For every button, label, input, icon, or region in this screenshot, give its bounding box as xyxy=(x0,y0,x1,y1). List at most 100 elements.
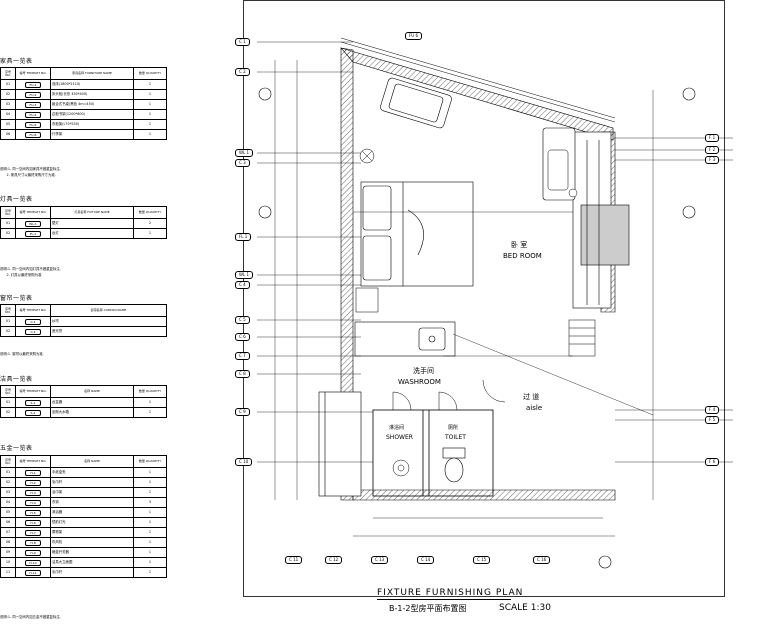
qty-cell: 1 xyxy=(133,407,167,418)
curtain-schedule-table: 序号 NO. 编号 TEMPLET NO. 窗帘名称 CURTAIN NAME … xyxy=(0,304,167,337)
name-cell: 坐厕大水箱 xyxy=(50,407,134,418)
col-templet: 编号 TEMPLET NO. xyxy=(15,206,51,219)
col-templet: 编号 TEMPLET NO. xyxy=(15,304,51,317)
name-cell: 双床(1800*2110) xyxy=(50,79,134,90)
table-header-row: 序号 NO. 编号 TEMPLET NO. 家具名称 FURNITURE NAM… xyxy=(0,67,167,80)
qty-cell: 1 xyxy=(133,547,167,558)
templet-cell: H-3 xyxy=(15,487,51,498)
templet-cell: H-7 xyxy=(15,527,51,538)
templet-cell: H-4 xyxy=(15,497,51,508)
washroom-en-label: WASHROOM xyxy=(398,378,441,386)
table-header-row: 序号 NO. 编号 TEMPLET NO. 窗帘名称 CURTAIN NAME xyxy=(0,304,167,317)
bedroom-en-label: BED ROOM xyxy=(503,252,542,260)
no-cell: 06 xyxy=(0,517,16,528)
qty-cell: 1 xyxy=(133,487,167,498)
callout-tag: C 15 xyxy=(473,556,491,564)
templet-cell: FU-5 xyxy=(15,119,51,130)
aisle-en-label: aisle xyxy=(526,404,543,412)
plan-scale: SCALE 1:30 xyxy=(499,603,551,613)
nightstand xyxy=(355,148,379,313)
templet-tag: H-4 xyxy=(25,499,41,506)
name-cell: 毛巾杆 xyxy=(50,477,134,488)
col-no: 序号 NO. xyxy=(0,67,16,80)
desk-chair xyxy=(547,149,578,198)
no-cell: 10 xyxy=(0,557,16,568)
templet-tag: H-7 xyxy=(25,529,41,536)
name-cell: 毛巾杆 xyxy=(50,567,134,578)
callout-tag: C 8 xyxy=(235,370,250,378)
name-cell: 纱帘 xyxy=(50,316,167,327)
no-cell: 02 xyxy=(0,477,16,488)
col-qty: 数量 QUANTITY xyxy=(133,206,167,219)
aisle-cn-label: 过 道 xyxy=(523,393,540,401)
templet-tag: FU-3 xyxy=(25,101,41,108)
col-templet: 编号 TEMPLET NO. xyxy=(15,455,51,468)
hardware-schedule-title: 五金一览表 xyxy=(0,445,33,452)
callout-tag: C 16 xyxy=(533,556,551,564)
qty-cell: 1 xyxy=(133,109,167,120)
templet-tag: H-1 xyxy=(25,469,41,476)
hardware-schedule-table: 序号 NO. 编号 TEMPLET NO. 名称 NAME 数量 QUANTIT… xyxy=(0,455,167,578)
templet-cell: FU-4 xyxy=(15,109,51,120)
callout-tag: F 6 xyxy=(705,458,720,466)
templet-tag: FU-4 xyxy=(25,111,41,118)
name-cell: 台灯 xyxy=(50,228,134,239)
col-name: 窗帘名称 CURTAIN NAME xyxy=(50,304,167,317)
templet-cell: FL-1 xyxy=(15,228,51,239)
col-name: 名称 NAME xyxy=(50,455,134,468)
right-wall-cabinets xyxy=(542,127,630,309)
col-name: 家具名称 FURNITURE NAME xyxy=(50,67,134,80)
furniture-notes: 说明:1. 同一空间内如家具不做重复标注. 2. 家具尺寸以最终采购尺寸为准. xyxy=(0,167,61,178)
lighting-schedule-table: 序号 NO. 编号 TEMPLET NO. 灯具名称 FIXTURE NAME … xyxy=(0,206,167,239)
shower-cn-label: 淋浴间 xyxy=(389,425,405,431)
callout-tag: C 9 xyxy=(235,408,250,416)
washroom-cn-label: 洗手间 xyxy=(413,367,434,375)
luggage-rack xyxy=(568,319,596,357)
callout-tag: C 7 xyxy=(235,352,250,360)
col-templet: 编号 TEMPLET NO. xyxy=(15,67,51,80)
bedroom-cn-label: 卧 室 xyxy=(511,241,528,249)
qty-cell: 1 xyxy=(133,89,167,100)
callout-tag: C 4 xyxy=(235,281,250,289)
qty-cell: 1 xyxy=(133,129,167,140)
templet-tag: H-6 xyxy=(25,519,41,526)
qty-cell: 1 xyxy=(133,397,167,408)
floor-plan-svg xyxy=(257,37,733,569)
templet-cell: FU-6 xyxy=(15,129,51,140)
templet-tag: H-5 xyxy=(25,509,41,516)
callout-tag: C 14 xyxy=(417,556,435,564)
callout-tag: C 2 xyxy=(235,68,250,76)
callout-tag: WL 1 xyxy=(235,271,253,279)
plan-title: FIXTURE FURNISHING PLAN xyxy=(377,588,524,598)
name-cell: 置物架 xyxy=(50,527,134,538)
templet-tag: FL-1 xyxy=(25,230,41,237)
lighting-schedule-title: 灯具一览表 xyxy=(0,196,33,203)
no-cell: 05 xyxy=(0,119,16,130)
callout-tag: F 4 xyxy=(705,406,720,414)
door-swings xyxy=(392,379,506,411)
name-cell: 壁灯 xyxy=(50,218,134,229)
callout-tag: WL 1 xyxy=(235,149,253,157)
templet-tag: FU-5 xyxy=(25,121,41,128)
col-no: 序号 NO. xyxy=(0,304,16,317)
callout-tag: C 1 xyxy=(235,38,250,46)
templet-cell: H-10 xyxy=(15,557,51,568)
no-cell: 02 xyxy=(0,89,16,100)
templet-cell: FU-2 xyxy=(15,89,51,100)
qty-cell: 1 xyxy=(133,507,167,518)
name-cell: 衣柜架(L70*530) xyxy=(50,119,134,130)
callout-tag: F 2 xyxy=(705,146,720,154)
name-cell: 浴巾架 xyxy=(50,487,134,498)
no-cell: 01 xyxy=(0,79,16,90)
